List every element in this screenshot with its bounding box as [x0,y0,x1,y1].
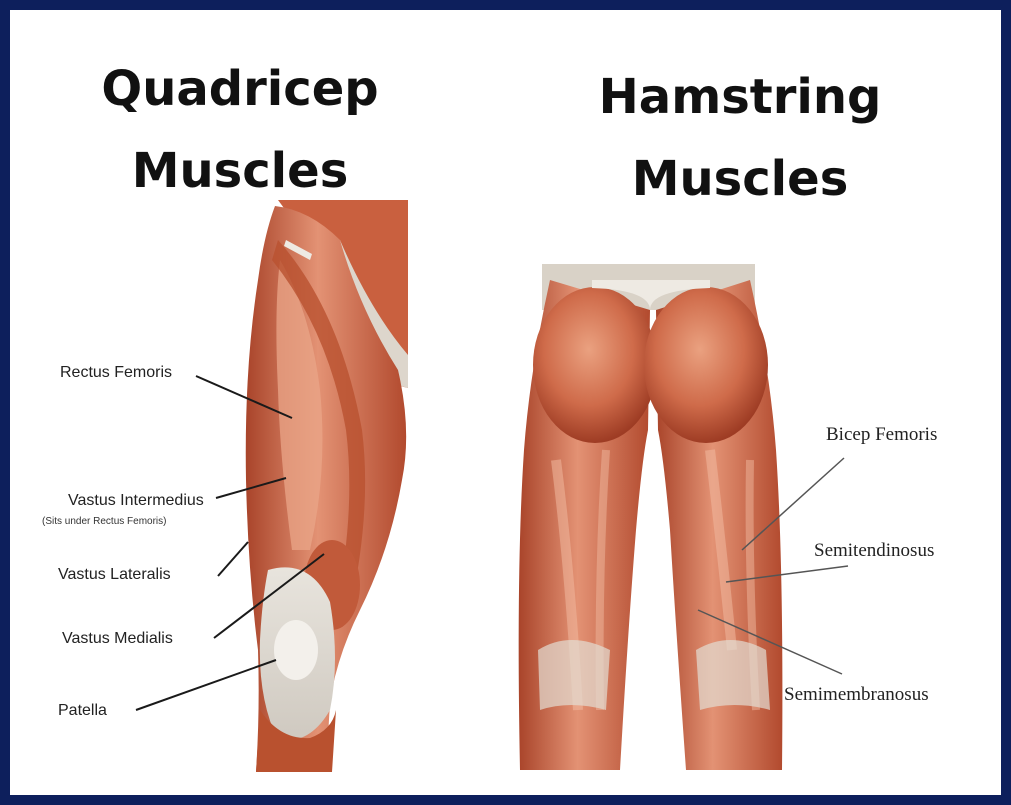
label-vastus-medialis: Vastus Medialis [62,630,173,648]
label-vastus-lateralis: Vastus Lateralis [58,566,171,584]
label-semimembranosus: Semimembranosus [784,684,929,706]
label-vastus-intermedius-note: (Sits under Rectus Femoris) [42,516,166,527]
leader-line-patella [136,660,276,710]
leader-line-vastus-lateralis [218,542,248,576]
hamstring-legs-illustration [519,264,783,770]
label-patella: Patella [58,702,107,720]
anatomy-illustration [10,10,1001,795]
label-vastus-intermedius: Vastus Intermedius [68,492,204,510]
label-semitendinosus: Semitendinosus [814,540,934,562]
label-bicep-femoris: Bicep Femoris [826,424,937,446]
quadricep-leg-illustration [246,200,408,772]
label-rectus-femoris: Rectus Femoris [60,364,172,382]
